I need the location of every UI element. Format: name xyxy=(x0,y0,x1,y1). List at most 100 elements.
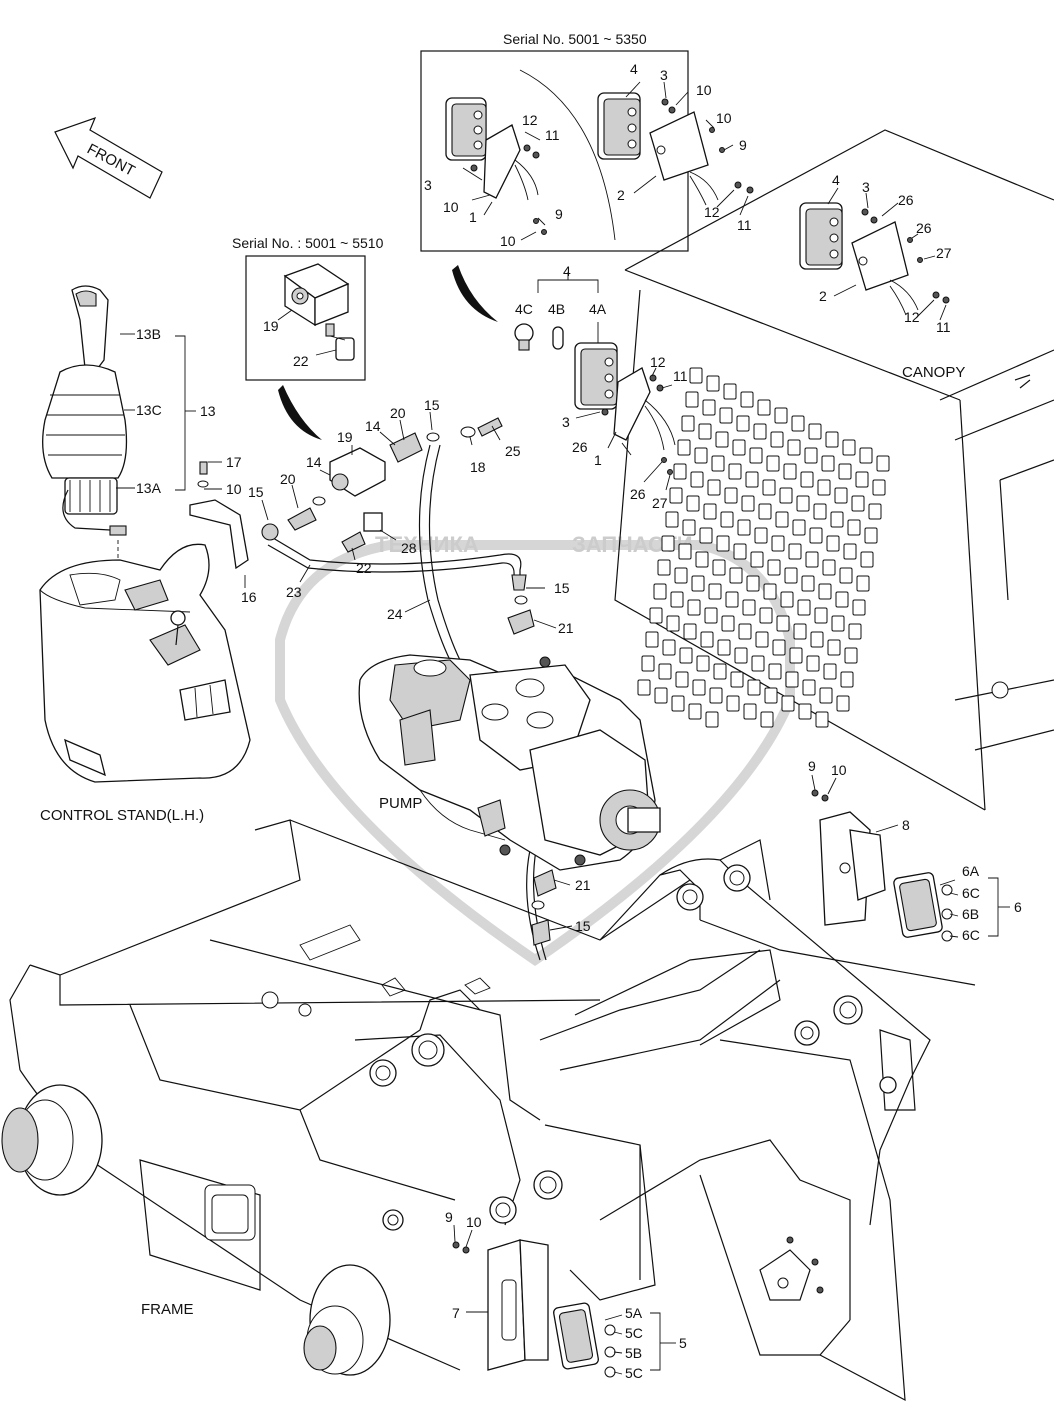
canopy-slot xyxy=(729,567,743,584)
canopy-slot xyxy=(838,463,852,480)
canopy-slot xyxy=(720,511,734,528)
canopy-slot xyxy=(823,663,837,680)
label-21: 21 xyxy=(558,620,574,636)
canopy-slot xyxy=(654,687,668,704)
canopy-slot xyxy=(696,655,710,672)
label-5c: 5C xyxy=(625,1365,643,1381)
label-11: 11 xyxy=(737,217,752,233)
canopy-slot xyxy=(751,655,765,672)
label-13a: 13A xyxy=(136,480,162,496)
canopy-slot xyxy=(649,607,663,624)
canopy-slot xyxy=(851,495,865,512)
canopy-slot xyxy=(750,551,764,568)
canopy-slot xyxy=(768,663,782,680)
canopy-slot xyxy=(700,631,714,648)
canopy-slot xyxy=(662,639,676,656)
canopy-slot xyxy=(703,503,717,520)
label-10: 10 xyxy=(443,199,459,215)
label-6b: 6B xyxy=(962,906,979,922)
serial-box-left-title: Serial No. : 5001 ~ 5510 xyxy=(232,235,384,251)
label-5: 5 xyxy=(679,1335,687,1351)
canopy-slot xyxy=(856,575,870,592)
canopy-slot xyxy=(787,439,801,456)
canopy-slot xyxy=(675,671,689,688)
canopy-slot xyxy=(801,575,815,592)
pump-caption: PUMP xyxy=(379,795,422,812)
canopy-slot xyxy=(834,487,848,504)
canopy-screen-grid xyxy=(637,367,890,728)
label-9: 9 xyxy=(808,758,816,774)
canopy-slot xyxy=(670,591,684,608)
hose-assembly: 17 10 15 16 20 14 19 14 20 15 18 25 28 2… xyxy=(189,397,591,961)
canopy-slot xyxy=(780,591,794,608)
canopy-slot xyxy=(653,583,667,600)
canopy-slot xyxy=(707,479,721,496)
canopy-slot xyxy=(864,527,878,544)
canopy-slot xyxy=(797,599,811,616)
canopy-slot xyxy=(805,551,819,568)
canopy-slot xyxy=(840,671,854,688)
canopy-slot xyxy=(792,519,806,536)
canopy-slot xyxy=(690,471,704,488)
canopy-slot xyxy=(715,431,729,448)
label-19: 19 xyxy=(263,318,279,334)
canopy-slot xyxy=(855,471,869,488)
bulb-4b-icon xyxy=(552,326,564,350)
canopy-slot xyxy=(776,615,790,632)
canopy-slot xyxy=(802,679,816,696)
label-10: 10 xyxy=(226,481,242,497)
canopy-slot xyxy=(783,463,797,480)
canopy-slot xyxy=(691,575,705,592)
canopy-slot xyxy=(745,471,759,488)
canopy-slot xyxy=(733,543,747,560)
canopy-slot xyxy=(755,631,769,648)
canopy-slot xyxy=(821,455,835,472)
canopy-slot xyxy=(808,423,822,440)
canopy-slot xyxy=(724,487,738,504)
label-2: 2 xyxy=(819,288,827,304)
label-10: 10 xyxy=(696,82,712,98)
canopy-slot xyxy=(678,543,692,560)
canopy-slot xyxy=(728,463,742,480)
label-22: 22 xyxy=(293,353,309,369)
label-10: 10 xyxy=(831,762,847,778)
label-11: 11 xyxy=(545,127,560,143)
serial-box-top: Serial No. 5001 ~ 5350 xyxy=(420,31,754,252)
canopy-slot xyxy=(709,687,723,704)
label-26: 26 xyxy=(630,486,646,502)
front-arrow: FRONT xyxy=(54,116,163,199)
label-13b: 13B xyxy=(136,326,161,342)
label-18: 18 xyxy=(470,459,486,475)
canopy-slot xyxy=(681,415,695,432)
label-9: 9 xyxy=(555,206,563,222)
label-3: 3 xyxy=(424,177,432,193)
canopy-slot xyxy=(818,583,832,600)
label-4c: 4C xyxy=(515,301,533,317)
canopy-slot xyxy=(809,527,823,544)
canopy-slot xyxy=(657,559,671,576)
canopy-slot xyxy=(689,367,703,384)
canopy-slot xyxy=(788,543,802,560)
canopy-slot xyxy=(754,527,768,544)
label-15: 15 xyxy=(424,397,440,413)
canopy-slot xyxy=(763,583,777,600)
canopy-slot xyxy=(836,695,850,712)
canopy-slot xyxy=(830,511,844,528)
label-6a: 6A xyxy=(962,863,980,879)
canopy-slot xyxy=(743,703,757,720)
canopy-slot xyxy=(740,391,754,408)
canopy-slot xyxy=(749,447,763,464)
canopy-slot xyxy=(698,423,712,440)
canopy-slot xyxy=(741,495,755,512)
canopy-slot xyxy=(734,647,748,664)
label-27: 27 xyxy=(936,245,952,261)
label-3: 3 xyxy=(562,414,570,430)
rear-light-5: 9 10 7 5A 5C 5B 5C 5 xyxy=(445,1209,687,1381)
canopy-slot xyxy=(702,399,716,416)
canopy-slot xyxy=(712,559,726,576)
canopy-slot xyxy=(826,535,840,552)
label-22: 22 xyxy=(356,560,372,576)
label-26: 26 xyxy=(572,439,588,455)
canopy-slot xyxy=(814,607,828,624)
canopy-slot xyxy=(694,447,708,464)
